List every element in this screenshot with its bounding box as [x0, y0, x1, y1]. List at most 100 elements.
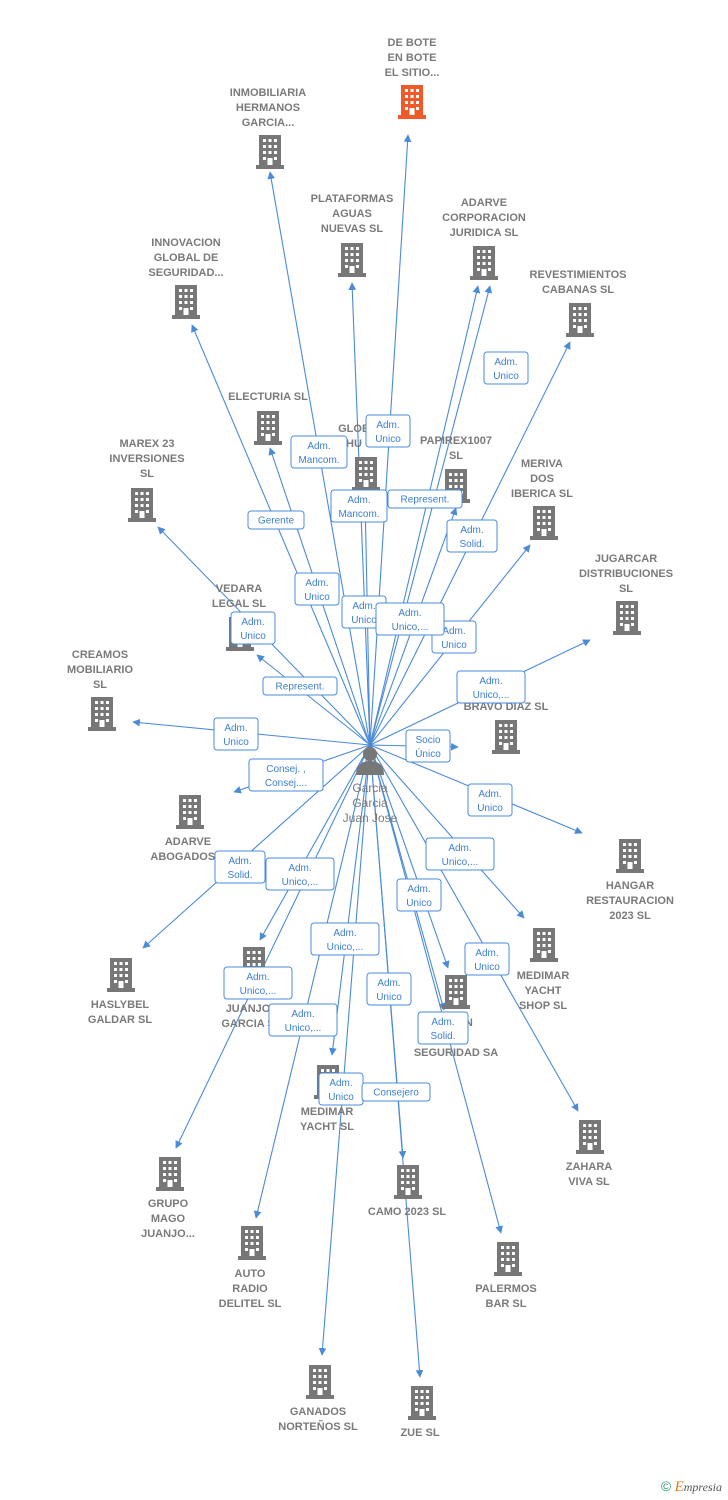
role-badge[interactable]: Adm.Unico: [366, 972, 412, 1006]
role-badge[interactable]: Gerente: [247, 510, 305, 530]
company-label-line: INMOBILIARIA: [230, 87, 306, 99]
role-badge[interactable]: Adm.Mancom.: [290, 435, 348, 469]
company-node-auto-radio[interactable]: AUTO RADIO DELITEL SL: [219, 1226, 282, 1310]
role-badge[interactable]: Adm.Unico,...: [268, 1003, 338, 1037]
company-label-line: HASLYBEL: [91, 999, 150, 1011]
company-label-line: EN BOTE: [388, 52, 437, 64]
role-badge[interactable]: Adm.Unico: [483, 351, 529, 385]
edge-line: [369, 744, 503, 1234]
role-badge[interactable]: Adm.Unico,...: [456, 670, 526, 704]
role-badge[interactable]: Adm.Unico: [318, 1072, 364, 1106]
role-badge[interactable]: Adm.Unico,...: [265, 857, 335, 891]
company-label-line: 2023 SL: [609, 910, 651, 922]
company-label-line: SL: [140, 468, 154, 480]
company-label-line: MEDIMAR: [517, 970, 570, 982]
role-badge-text: Unico,...: [240, 986, 277, 997]
company-label-line: ADARVE: [461, 197, 507, 209]
role-badge[interactable]: Adm.Unico,...: [310, 922, 380, 956]
role-badge[interactable]: Adm.Solid.: [446, 519, 498, 553]
company-label-line: RADIO: [232, 1283, 268, 1295]
company-label-line: JUANJO...: [141, 1228, 195, 1240]
company-node-haslybel[interactable]: HASLYBEL GALDAR SL: [88, 958, 152, 1026]
role-badge-text: Unico,...: [285, 1023, 322, 1034]
company-label-line: JUGARCAR: [595, 553, 657, 565]
building-icon: [107, 958, 135, 992]
role-badge-box: [425, 837, 495, 871]
role-badge-box: [223, 966, 293, 1000]
role-badge[interactable]: Adm.Unico: [213, 717, 259, 751]
role-badge[interactable]: Adm.Unico,...: [375, 602, 445, 636]
brand-rest: mpresia: [683, 1480, 722, 1494]
company-label-line: MOBILIARIO: [67, 664, 133, 676]
role-badge-box: [467, 783, 513, 817]
role-badge-text: Unico: [304, 592, 330, 603]
company-label-line: CREAMOS: [72, 649, 128, 661]
role-badge-text: Unico: [375, 434, 401, 445]
company-label-line: PALERMOS: [475, 1283, 537, 1295]
company-label-line: DELITEL SL: [219, 1298, 282, 1310]
company-node-grupo-mago[interactable]: GRUPOMAGOJUANJO...: [141, 1157, 195, 1240]
role-badge[interactable]: Adm.Unico,...: [425, 837, 495, 871]
center-name-line-3: Juan Jose: [343, 811, 398, 825]
company-label-line: RESTAURACION: [586, 895, 674, 907]
role-badge[interactable]: Adm.Unico: [230, 611, 276, 645]
company-label-line: HERMANOS: [236, 102, 300, 114]
company-node-inmobiliaria-hermanos[interactable]: INMOBILIARIAHERMANOSGARCIA...: [230, 87, 306, 169]
role-badge-text: Gerente: [258, 516, 295, 527]
role-badge[interactable]: Adm.Unico: [464, 942, 510, 976]
role-badge[interactable]: Represent.: [262, 676, 338, 696]
company-node-camo[interactable]: CAMO 2023 SL: [368, 1165, 447, 1218]
role-badge-box: [417, 1011, 469, 1045]
role-badge-box: [405, 729, 451, 763]
role-badge-text: Adm.: [228, 856, 251, 867]
building-icon: [616, 839, 644, 873]
role-badge[interactable]: Consej. ,Consej....: [248, 758, 324, 792]
role-badge[interactable]: Represent.: [387, 489, 463, 509]
company-label-line: JURIDICA SL: [450, 227, 519, 239]
company-label-line: AUTO: [235, 1268, 266, 1280]
center-person[interactable]: Garcia Garcia Juan Jose: [343, 747, 398, 825]
role-badge-box: [247, 510, 305, 530]
role-badge-text: Unico: [493, 371, 519, 382]
building-icon: [256, 135, 284, 169]
role-badge[interactable]: Adm.Unico: [396, 878, 442, 912]
role-badge-text: Adm.: [376, 420, 399, 431]
role-badge[interactable]: Adm.Unico: [467, 783, 513, 817]
company-label-line: ZAHARA: [566, 1161, 612, 1173]
company-node-zue[interactable]: ZUE SL: [400, 1386, 440, 1439]
edge-line: [253, 744, 371, 1219]
role-badge[interactable]: Adm.Solid.: [417, 1011, 469, 1045]
company-label-line: PAPIREX1007: [420, 435, 492, 447]
role-badge[interactable]: Adm.Mancom.: [330, 489, 388, 523]
building-icon: [156, 1157, 184, 1191]
role-badge[interactable]: Adm.Unico: [294, 572, 340, 606]
role-badge[interactable]: Adm. Unico: [365, 414, 411, 448]
role-badge[interactable]: Adm.Solid.: [214, 850, 266, 884]
role-badge[interactable]: Adm.Unico,...: [223, 966, 293, 1000]
company-label-line: GALDAR SL: [88, 1014, 152, 1026]
role-badge[interactable]: Consejero: [361, 1082, 431, 1102]
company-label-line: MERIVA: [521, 458, 563, 470]
company-node-electuria[interactable]: ELECTURIA SL: [228, 391, 308, 445]
